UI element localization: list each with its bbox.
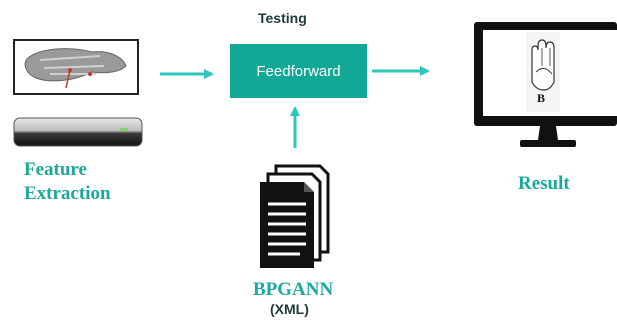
documents-icon	[260, 164, 330, 268]
feedforward-box: Feedforward	[230, 44, 367, 98]
hand-sign-b-icon	[526, 32, 560, 112]
hand-skeleton-screen-icon	[13, 39, 139, 95]
feedforward-label: Feedforward	[256, 62, 341, 80]
motion-sensor-device-icon	[13, 117, 143, 147]
xml-label: (XML)	[270, 301, 309, 317]
result-label: Result	[518, 173, 570, 194]
feature-extraction-label: Feature Extraction	[24, 158, 111, 206]
feature-extraction-line2: Extraction	[24, 183, 111, 204]
bpgann-label: BPGANN	[253, 279, 334, 300]
screen-letter: B	[537, 91, 546, 105]
testing-label: Testing	[258, 10, 307, 26]
feature-extraction-line1: Feature	[24, 159, 87, 180]
